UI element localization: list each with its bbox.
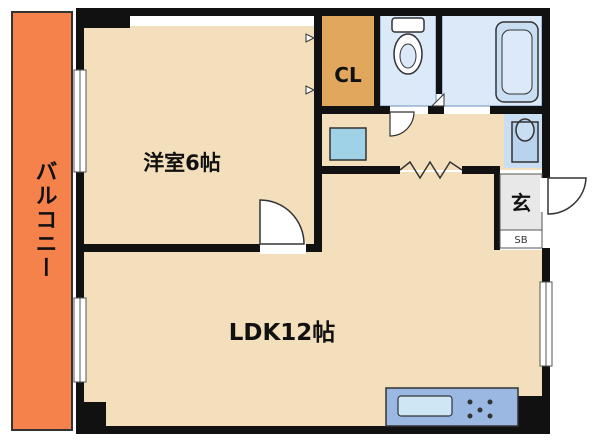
- balcony: [11, 11, 73, 431]
- western-room-label: 洋室6帖: [143, 151, 221, 175]
- wall-left: [76, 8, 84, 434]
- washing-machine-icon: [511, 118, 539, 163]
- bath-door-swing: [430, 92, 445, 107]
- western-room-door-swing: [259, 199, 305, 245]
- bathtub-inner: [501, 29, 533, 95]
- washbasin-icon: [329, 127, 367, 161]
- shoe-box: [499, 229, 543, 249]
- wall-room-divider-v: [314, 14, 322, 252]
- wall-closet-right: [374, 14, 380, 112]
- shoe-box-label: SB: [514, 235, 527, 246]
- entrance-label: 玄: [511, 191, 531, 215]
- wall-wet-bottom-2: [428, 106, 444, 114]
- corner-block-br: [518, 396, 542, 426]
- western-room-door-opening: [260, 242, 306, 254]
- closet-door-marker-2: [305, 85, 316, 95]
- entrance-door-swing: [547, 177, 587, 215]
- wall-bottom: [76, 426, 548, 434]
- wall-top: [76, 8, 548, 16]
- toilet-seat: [399, 43, 417, 69]
- corner-block-tl: [84, 14, 130, 28]
- ldk-floor-upper: [322, 172, 500, 252]
- closet: [322, 14, 374, 106]
- wall-right-upper: [542, 8, 550, 178]
- hall-accordion-door: [399, 160, 463, 180]
- wall-wet-bottom: [322, 106, 390, 114]
- stove-burners-icon: [467, 399, 493, 419]
- ldk-label: LDK12帖: [229, 320, 336, 346]
- closet-door-marker-1: [305, 33, 316, 43]
- toilet-tank: [391, 17, 425, 33]
- wall-entrance-left: [494, 166, 500, 250]
- corner-block-bl: [84, 402, 106, 426]
- kitchen-sink-icon: [397, 395, 453, 417]
- wall-room-divider-h: [84, 244, 260, 252]
- wall-wet-bottom-3: [490, 106, 542, 114]
- wall-hall-bottom: [322, 166, 400, 174]
- balcony-label: バルコニー: [32, 160, 57, 280]
- toilet-door-swing: [389, 111, 415, 137]
- wall-hall-bottom-2: [462, 166, 500, 174]
- closet-label: CL: [334, 63, 362, 87]
- walls: [76, 8, 550, 434]
- wall-toilet-right: [436, 14, 442, 94]
